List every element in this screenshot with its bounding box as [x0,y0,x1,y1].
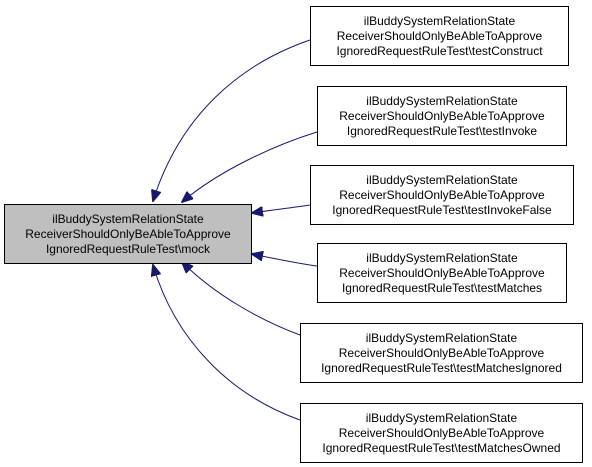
node-testInvokeFalse-label: ilBuddySystemRelationState ReceiverShoul… [332,173,551,218]
node-line: IgnoredRequestRuleTest\testMatches [341,280,543,295]
node-testInvokeFalse[interactable]: ilBuddySystemRelationState ReceiverShoul… [310,165,574,225]
node-line: IgnoredRequestRuleTest\testMatchesOwned [322,440,561,455]
node-line: ReceiverShouldOnlyBeAbleToApprove [338,345,545,360]
node-testMatchesOwned-label: ilBuddySystemRelationState ReceiverShoul… [322,411,560,456]
node-testConstruct[interactable]: ilBuddySystemRelationState ReceiverShoul… [310,6,569,66]
edge-testInvoke [182,131,318,202]
node-line: ReceiverShouldOnlyBeAbleToApprove [25,226,231,241]
node-line: ilBuddySystemRelationState [366,250,518,265]
node-testMatches-label: ilBuddySystemRelationState ReceiverShoul… [339,251,544,296]
edge-testMatchesOwned [153,265,301,421]
node-mock-label: ilBuddySystemRelationState ReceiverShoul… [25,212,230,257]
node-line: ilBuddySystemRelationState [365,330,518,345]
node-testMatchesIgnored-label: ilBuddySystemRelationState ReceiverShoul… [321,331,562,376]
node-line: IgnoredRequestRuleTest\testInvokeFalse [332,202,552,217]
node-line: ilBuddySystemRelationState [52,211,204,226]
node-line: ReceiverShouldOnlyBeAbleToApprove [339,265,545,280]
edge-testMatchesIgnored [182,262,301,336]
node-line: ilBuddySystemRelationState [363,13,516,28]
node-testMatchesOwned[interactable]: ilBuddySystemRelationState ReceiverShoul… [300,403,583,463]
node-testMatchesIgnored[interactable]: ilBuddySystemRelationState ReceiverShoul… [300,323,583,383]
edge-testMatches [252,254,318,267]
node-testConstruct-label: ilBuddySystemRelationState ReceiverShoul… [336,14,542,59]
node-line: ReceiverShouldOnlyBeAbleToApprove [336,28,543,43]
node-line: IgnoredRequestRuleTest\testConstruct [336,43,543,58]
edge-testConstruct [153,39,311,201]
node-testInvoke[interactable]: ilBuddySystemRelationState ReceiverShoul… [317,86,567,146]
node-line: ReceiverShouldOnlyBeAbleToApprove [338,425,545,440]
node-line: ilBuddySystemRelationState [366,172,518,187]
node-line: ilBuddySystemRelationState [366,93,518,108]
node-testMatches[interactable]: ilBuddySystemRelationState ReceiverShoul… [317,243,567,303]
node-line: ilBuddySystemRelationState [365,410,518,425]
edge-testInvokeFalse [252,204,311,213]
node-testInvoke-label: ilBuddySystemRelationState ReceiverShoul… [339,94,544,139]
node-line: ReceiverShouldOnlyBeAbleToApprove [339,187,545,202]
node-line: ReceiverShouldOnlyBeAbleToApprove [339,108,545,123]
node-line: IgnoredRequestRuleTest\testMatchesIgnore… [321,360,562,375]
node-line: IgnoredRequestRuleTest\testInvoke [346,123,538,138]
node-line: IgnoredRequestRuleTest\mock [45,241,211,256]
node-mock[interactable]: ilBuddySystemRelationState ReceiverShoul… [4,204,252,264]
